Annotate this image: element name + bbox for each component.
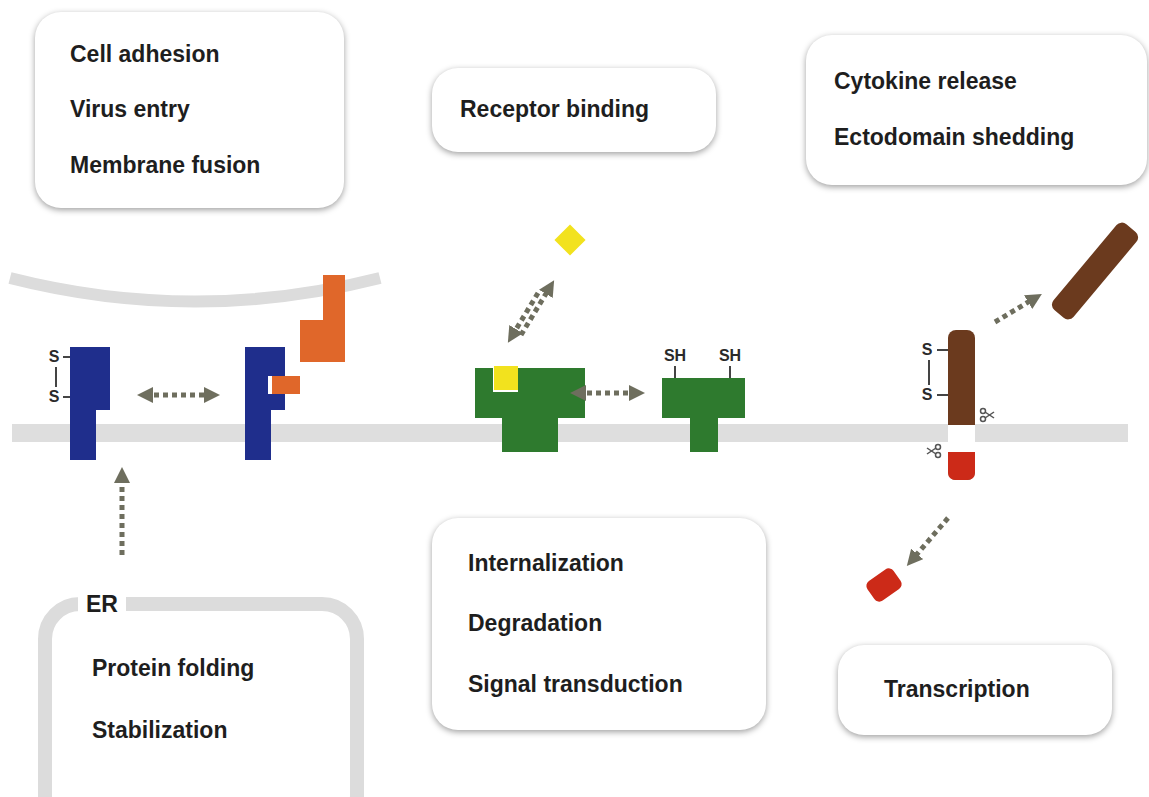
sulfur-label: S bbox=[922, 387, 933, 403]
receptor-green bbox=[475, 368, 585, 452]
dashed-arrow bbox=[995, 298, 1035, 322]
function-box: InternalizationDegradationSignal transdu… bbox=[432, 518, 766, 730]
function-text: Protein folding bbox=[92, 655, 330, 683]
bond-line bbox=[937, 394, 948, 396]
function-text: Ectodomain shedding bbox=[834, 124, 1127, 152]
disulfide-bond bbox=[55, 367, 57, 387]
intracellular-domain bbox=[948, 452, 975, 480]
dashed-arrow bbox=[912, 518, 948, 560]
receptor-green bbox=[662, 378, 745, 452]
ligand bbox=[494, 366, 518, 390]
sulfur-label: S bbox=[922, 342, 933, 358]
er-compartment: Protein foldingStabilizationER bbox=[38, 597, 364, 797]
function-text: Signal transduction bbox=[468, 671, 746, 699]
thiol-line bbox=[674, 366, 676, 378]
bond-line bbox=[63, 356, 70, 358]
scissors bbox=[981, 409, 995, 422]
function-text: Transcription bbox=[884, 676, 1092, 704]
function-box: Cell adhesionVirus entryMembrane fusion bbox=[35, 12, 344, 208]
released-domain bbox=[864, 566, 904, 604]
function-text: Receptor binding bbox=[460, 96, 696, 124]
substrate-brown bbox=[948, 330, 975, 480]
disulfide-bond bbox=[928, 360, 930, 385]
protein-blue bbox=[245, 347, 285, 460]
function-text: Cell adhesion bbox=[70, 41, 324, 69]
compartment-heading: ER bbox=[78, 591, 126, 619]
function-text: Virus entry bbox=[70, 96, 324, 124]
function-box: Cytokine releaseEctodomain shedding bbox=[806, 35, 1147, 185]
sulfur-label: S bbox=[49, 349, 60, 365]
dashed-arrow bbox=[512, 293, 538, 336]
protein-orange bbox=[272, 275, 345, 394]
function-text: Stabilization bbox=[92, 717, 330, 745]
function-text: Membrane fusion bbox=[70, 152, 324, 180]
dashed-arrow bbox=[145, 393, 212, 398]
function-box: Transcription bbox=[838, 645, 1112, 735]
bond-line bbox=[63, 396, 70, 398]
sulfur-label: S bbox=[49, 389, 60, 405]
function-text: Degradation bbox=[468, 610, 746, 638]
function-text: Cytokine release bbox=[834, 68, 1127, 96]
thiol-label: SH bbox=[664, 348, 686, 364]
protein-blue bbox=[70, 347, 110, 460]
shed-ectodomain bbox=[1049, 220, 1141, 323]
function-box: Receptor binding bbox=[432, 68, 716, 152]
transmembrane-segment bbox=[948, 425, 975, 452]
dashed-arrow bbox=[578, 391, 637, 396]
bond-line bbox=[937, 349, 948, 351]
thiol-label: SH bbox=[719, 348, 741, 364]
function-text: Internalization bbox=[468, 550, 746, 578]
scissors bbox=[927, 445, 941, 458]
ligand bbox=[554, 224, 585, 255]
thiol-line bbox=[729, 366, 731, 378]
dashed-arrow bbox=[120, 475, 125, 555]
